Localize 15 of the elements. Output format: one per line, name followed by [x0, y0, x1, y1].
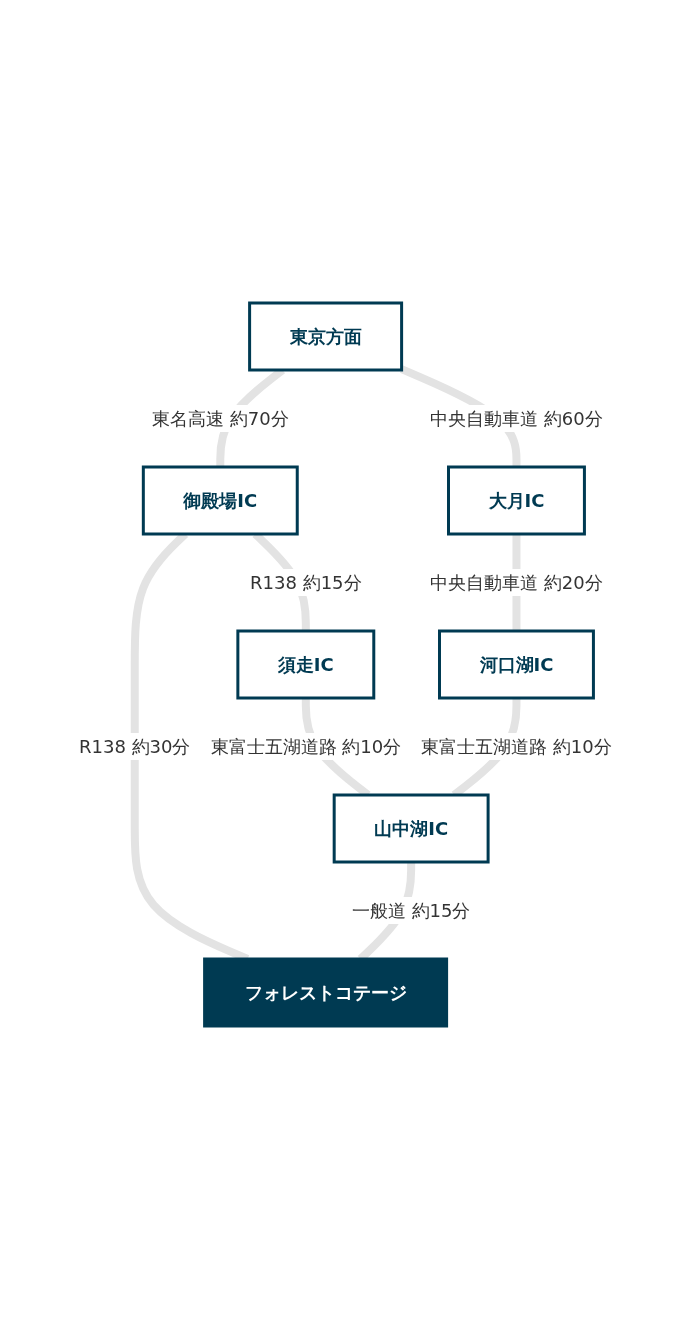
node-box: 河口湖IC: [437, 629, 595, 699]
edge-label: 東富士五湖道路 約10分: [210, 735, 401, 757]
edge-label: 一般道 約15分: [351, 899, 471, 921]
node-box: 山中湖IC: [332, 793, 490, 863]
node-box: 須走IC: [235, 629, 375, 699]
edge-label: 中央自動車道 約20分: [429, 571, 603, 593]
node-box: 御殿場IC: [141, 465, 299, 535]
edge-label: R138 約30分: [78, 735, 191, 757]
node-box: 東京方面: [247, 301, 403, 371]
node-box: フォレストコテージ: [202, 957, 448, 1027]
edge-label: 中央自動車道 約60分: [429, 407, 603, 429]
edge-label: 東富士五湖道路 約10分: [420, 735, 612, 757]
edge-label: R138 約15分: [249, 571, 362, 593]
node-box: 大月IC: [446, 465, 586, 535]
edge-label: 東名高速 約70分: [151, 407, 289, 429]
